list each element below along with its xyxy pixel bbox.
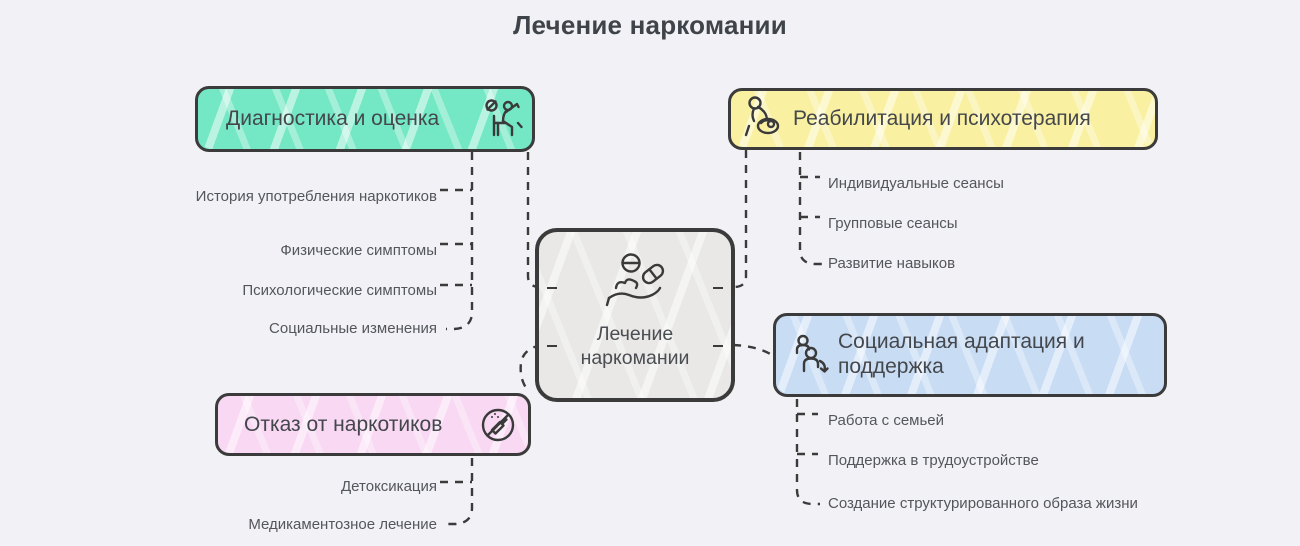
- branch-node-refusal: Отказ от наркотиков: [215, 393, 531, 456]
- list-item: Индивидуальные сеансы: [828, 175, 1004, 192]
- connector-center-refusal: [519, 343, 556, 393]
- connector-stub: [713, 345, 723, 347]
- list-item: История употребления наркотиков: [195, 188, 437, 205]
- trunk-rehab-items: [798, 152, 822, 266]
- caregiver-icon: [742, 95, 786, 143]
- list-item: Групповые сеансы: [828, 215, 958, 232]
- branch-node-diagnostics: Диагностика и оценка: [195, 86, 535, 152]
- list-item: Развитие навыков: [828, 255, 956, 272]
- list-item: Детоксикация: [341, 478, 437, 495]
- connector-rehab-center: [718, 150, 748, 289]
- list-item: Создание структурированного образа жизни: [828, 495, 1138, 512]
- list-item: Психологические симптомы: [242, 282, 437, 299]
- list-item: Физические симптомы: [280, 242, 437, 259]
- trunk-diagnostics-items: [446, 152, 474, 331]
- trunk-refusal-items: [446, 458, 474, 526]
- branch-social-label: Социальная адаптация и поддержка: [838, 330, 1085, 378]
- branch-diagnostics-label: Диагностика и оценка: [226, 107, 440, 130]
- people-arrow-icon: [793, 333, 833, 377]
- page-title: Лечение наркомании: [513, 10, 787, 40]
- trunk-social-items: [795, 399, 820, 506]
- center-node-treatment: Лечение наркомании: [535, 228, 735, 402]
- list-item: Поддержка в трудоустройстве: [828, 452, 1039, 469]
- connector-stub: [713, 287, 723, 289]
- branch-node-social: Социальная адаптация и поддержка: [773, 313, 1167, 397]
- branch-refusal-label: Отказ от наркотиков: [244, 412, 443, 436]
- list-item: Социальные изменения: [269, 320, 437, 337]
- center-node-label: Лечение наркомании: [580, 323, 690, 370]
- list-item: Работа с семьей: [828, 412, 945, 429]
- hand-pills-icon: [596, 250, 674, 312]
- branch-node-rehab: Реабилитация и психотерапия: [728, 88, 1158, 150]
- no-drugs-icon: [477, 404, 519, 446]
- branch-rehab-label: Реабилитация и психотерапия: [793, 107, 1091, 130]
- doctor-patient-icon: [484, 97, 524, 141]
- connector-stub: [547, 345, 557, 347]
- connector-stub: [547, 287, 557, 289]
- list-item: Медикаментозное лечение: [248, 516, 437, 533]
